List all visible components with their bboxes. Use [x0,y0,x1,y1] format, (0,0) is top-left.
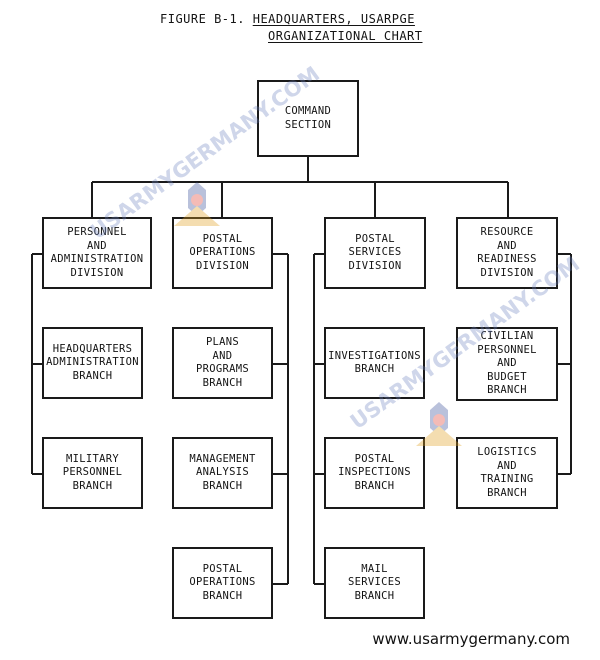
figure-title-line2: ORGANIZATIONAL CHART [268,29,423,43]
division-box-personnel: PERSONNEL AND ADMINISTRATION DIVISION [42,217,152,289]
branch-box-plans-programs: PLANS AND PROGRAMS BRANCH [172,327,273,399]
figure-label: FIGURE B-1. [160,12,245,26]
site-url: www.usarmygermany.com [372,630,570,648]
division-box-postal-operations: POSTAL OPERATIONS DIVISION [172,217,273,289]
branch-box-postal-inspections: POSTAL INSPECTIONS BRANCH [324,437,425,509]
watermark-emblem-upper-icon [174,182,220,226]
figure-title-heading: HEADQUARTERS, USARPGE [252,12,415,26]
watermark-emblem-lower-icon [416,402,462,446]
branch-box-logistics-training: LOGISTICS AND TRAINING BRANCH [456,437,558,509]
branch-box-headquarters-administration: HEADQUARTERS ADMINISTRATION BRANCH [42,327,143,399]
branch-box-management-analysis: MANAGEMENT ANALYSIS BRANCH [172,437,273,509]
branch-box-military-personnel: MILITARY PERSONNEL BRANCH [42,437,143,509]
branch-box-civilian-personnel-budget: CIVILIAN PERSONNEL AND BUDGET BRANCH [456,327,558,401]
figure-title-line1: FIGURE B-1. HEADQUARTERS, USARPGE [160,12,415,26]
branch-box-investigations: INVESTIGATIONS BRANCH [324,327,425,399]
division-box-resource-readiness: RESOURCE AND READINESS DIVISION [456,217,558,289]
branch-box-postal-operations: POSTAL OPERATIONS BRANCH [172,547,273,619]
division-box-postal-services: POSTAL SERVICES DIVISION [324,217,426,289]
command-section-box: COMMAND SECTION [257,80,359,157]
branch-box-mail-services: MAIL SERVICES BRANCH [324,547,425,619]
